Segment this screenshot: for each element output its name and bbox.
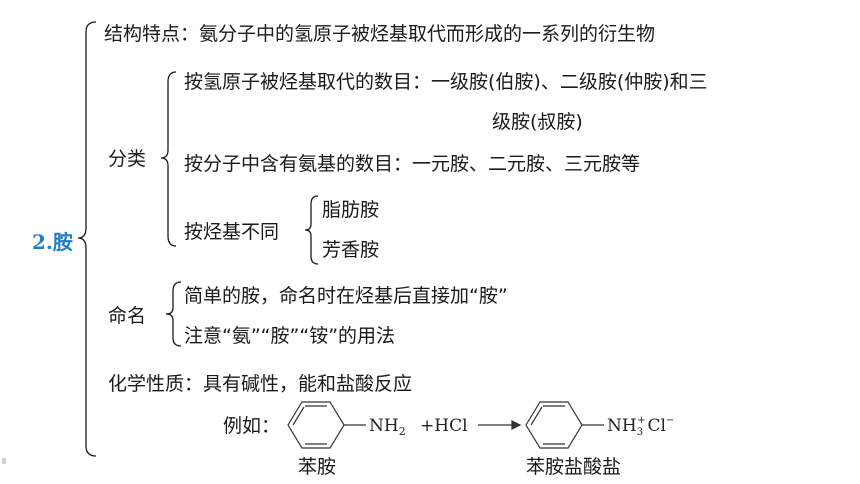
- substitution-line-2: 级胺(叔胺): [492, 111, 583, 133]
- section-title: 2.胺: [32, 230, 73, 254]
- aromatic-amine: 芳香胺: [322, 239, 380, 261]
- reaction-arrow: [478, 420, 522, 430]
- naming-note: 注意“氨”“胺”“铵”的用法: [184, 325, 396, 347]
- naming-rule: 简单的胺，命名时在烃基后直接加“胺”: [184, 285, 508, 307]
- benzene-ring-reactant: [287, 401, 345, 449]
- benzene-ring-product: [525, 401, 583, 449]
- structure-text: 结构特点：氨分子中的氢原子被烃基取代而形成的一系列的衍生物: [104, 23, 656, 45]
- aliphatic-amine: 脂肪胺: [322, 199, 380, 221]
- naming-label: 命名: [108, 305, 147, 327]
- classification-label: 分类: [108, 148, 147, 170]
- main-brace: [77, 21, 97, 457]
- amino-count-text: 按分子中含有氨基的数目：一元胺、二元胺、三元胺等: [184, 153, 641, 175]
- hydrocarbon-brace: [304, 195, 319, 265]
- example-label: 例如：: [223, 415, 281, 437]
- product-ammonium: NH3+Cl−: [607, 415, 674, 438]
- hydrocarbon-label: 按烃基不同: [184, 221, 280, 243]
- chemical-property: 化学性质：具有碱性，能和盐酸反应: [108, 373, 413, 395]
- classification-brace: [160, 71, 177, 247]
- product-name: 苯胺盐酸盐: [526, 456, 622, 478]
- reagent-hcl: +HCl: [420, 416, 468, 436]
- edge-marker: [2, 458, 6, 464]
- reactant-amino: NH2: [369, 416, 406, 438]
- naming-brace: [165, 281, 182, 347]
- substitution-line-1: 按氢原子被烃基取代的数目：一级胺(伯胺)、二级胺(仲胺)和三: [184, 71, 708, 93]
- reactant-name: 苯胺: [298, 456, 337, 478]
